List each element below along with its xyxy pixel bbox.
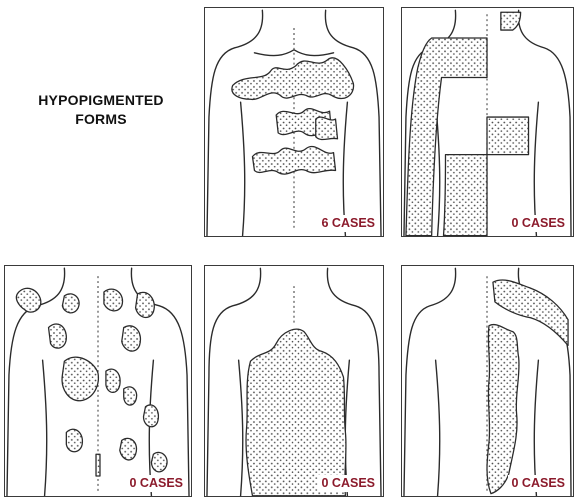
body-diagram-panel-2: 0 CASES (401, 7, 574, 237)
case-count-label-1: 6 CASES (318, 215, 380, 232)
case-count-label-3: 0 CASES (126, 475, 188, 492)
case-count-label-2: 0 CASES (508, 215, 570, 232)
heading-line-2: FORMS (6, 110, 196, 129)
heading-line-1: HYPOPIGMENTED (6, 91, 196, 110)
torso-illustration-3 (5, 266, 191, 496)
section-heading: HYPOPIGMENTED FORMS (6, 91, 196, 129)
torso-illustration-2 (402, 8, 573, 236)
body-diagram-panel-4: 0 CASES (204, 265, 384, 497)
body-diagram-panel-1: 6 CASES (204, 7, 384, 237)
torso-illustration-5 (402, 266, 573, 496)
torso-illustration-1 (205, 8, 383, 236)
body-diagram-panel-3: 0 CASES (4, 265, 192, 497)
case-count-label-4: 0 CASES (318, 475, 380, 492)
case-count-label-5: 0 CASES (508, 475, 570, 492)
torso-illustration-4 (205, 266, 383, 496)
body-diagram-panel-5: 0 CASES (401, 265, 574, 497)
